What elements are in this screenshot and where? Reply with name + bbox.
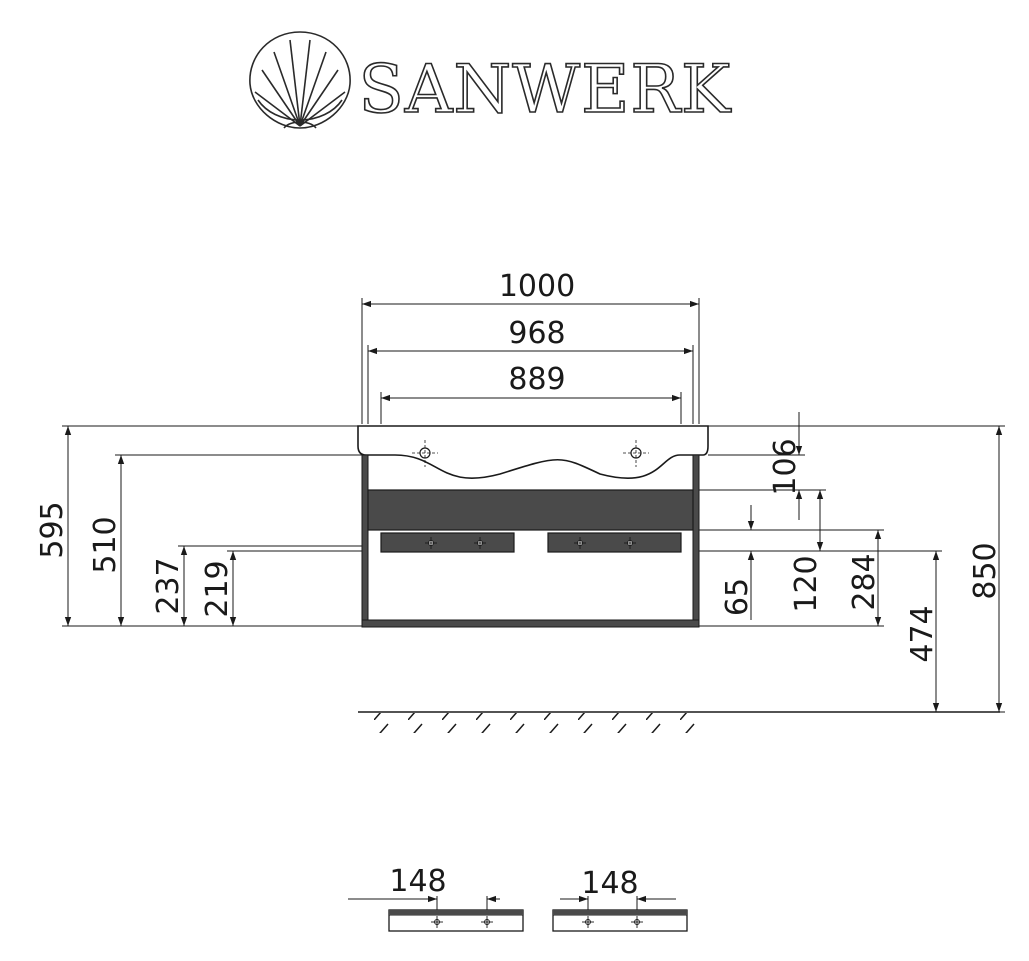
dim-width-body: 968 (508, 316, 565, 351)
dim-width-overall: 1000 (499, 269, 575, 304)
tap-hole-icon (623, 440, 649, 467)
dim-detail-left: 148 (389, 864, 446, 899)
dim-height-237: 237 (151, 557, 186, 614)
drawer-front-top (367, 489, 694, 531)
dim-height-510: 510 (88, 516, 123, 573)
cabinet-front-view (357, 425, 709, 628)
dim-height-850: 850 (968, 542, 1003, 599)
dim-height-219: 219 (200, 560, 235, 617)
drawer-detail-left: 148 (348, 864, 524, 932)
countertop (357, 425, 709, 479)
width-dimensions (361, 298, 700, 424)
floor-line (358, 711, 1000, 733)
dim-height-120: 120 (789, 555, 824, 612)
dim-height-595: 595 (35, 501, 70, 558)
side-panel-left (361, 454, 369, 628)
drawer-front-left (380, 532, 515, 553)
handle-mark-icon (582, 916, 643, 928)
drawer-detail-right: 148 (552, 866, 688, 932)
dim-detail-right: 148 (581, 866, 638, 901)
dim-height-106: 106 (768, 438, 803, 495)
dim-height-474: 474 (905, 605, 940, 662)
logo: SANWERK (249, 31, 732, 129)
dim-width-top: 889 (508, 362, 565, 397)
bottom-shelf (361, 619, 700, 628)
handle-mark-icon (431, 916, 493, 928)
left-height-dimensions (62, 425, 362, 627)
side-panel-right (692, 454, 700, 628)
dim-height-284: 284 (847, 553, 882, 610)
brand-name: SANWERK (359, 51, 732, 128)
tap-hole-icon (412, 440, 438, 467)
handle-mark-icon (425, 537, 636, 549)
dim-height-65: 65 (720, 578, 755, 616)
shell-logo-icon (249, 31, 351, 129)
drawer-front-right (547, 532, 682, 553)
right-height-dimensions (699, 412, 1005, 713)
